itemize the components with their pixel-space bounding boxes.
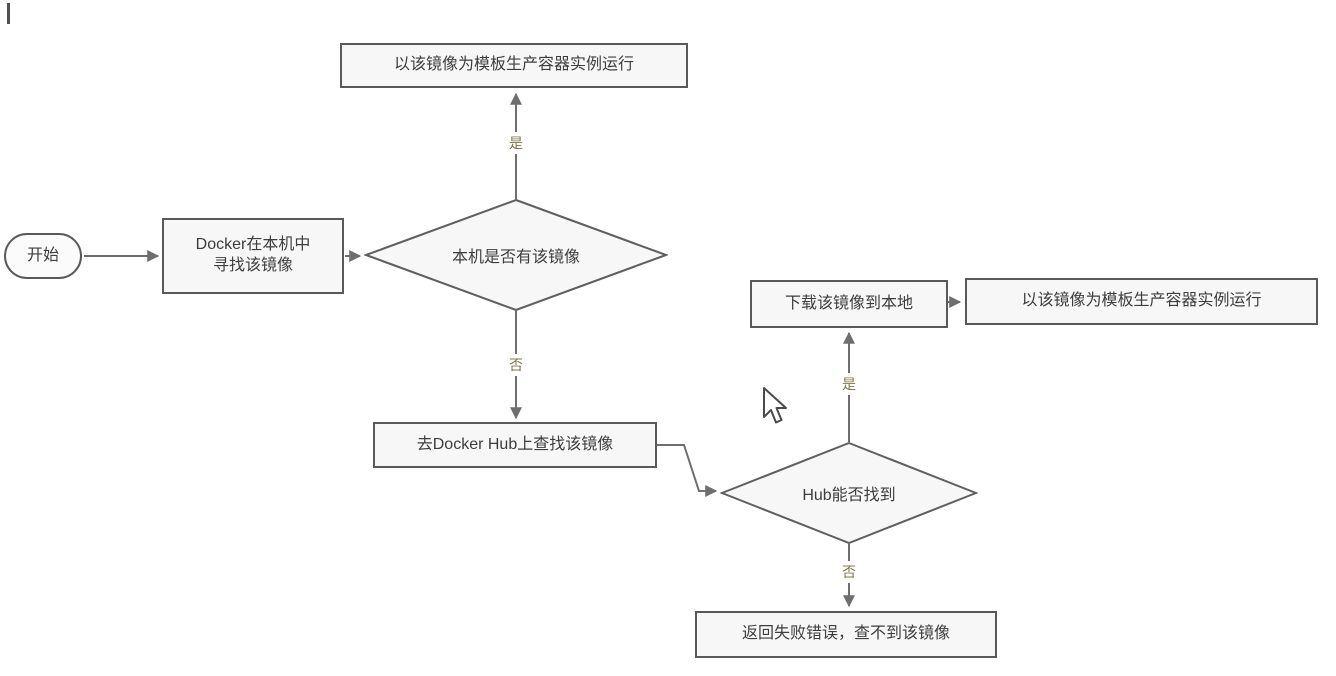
edge-label-local-no: 否 [506,354,526,376]
node-fail: 返回失败错误，查不到该镜像 [695,611,997,658]
node-find-local: Docker在本机中 寻找该镜像 [162,218,344,294]
node-download: 下载该镜像到本地 [750,280,948,328]
node-hub-decision-label: Hub能否找到 [802,487,896,504]
edge-label-local-yes: 是 [506,132,526,154]
diamond-shape [720,442,978,544]
node-run-top: 以该镜像为模板生产容器实例运行 [340,43,688,88]
node-run-right-label: 以该镜像为模板生产容器实例运行 [1021,292,1262,310]
arrow-pointer-icon [763,387,787,424]
node-local-decision-label: 本机是否有该镜像 [451,249,580,266]
node-run-right: 以该镜像为模板生产容器实例运行 [965,278,1318,325]
node-search-hub-label: 去Docker Hub上查找该镜像 [416,435,614,453]
diamond-shape [364,199,668,311]
edge-label-hub-no: 否 [839,561,859,583]
node-find-local-line2: 寻找该镜像 [212,257,293,274]
node-hub-decision: Hub能否找到 [720,442,978,544]
node-run-top-label: 以该镜像为模板生产容器实例运行 [393,56,634,74]
node-find-local-line1: Docker在本机中 [195,236,311,254]
edge-label-hub-yes: 是 [839,373,859,395]
node-start-label: 开始 [26,246,59,264]
node-fail-label: 返回失败错误，查不到该镜像 [741,625,950,643]
node-local-decision: 本机是否有该镜像 [364,199,668,311]
text-caret-icon [7,3,10,24]
node-start: 开始 [4,233,82,279]
node-download-label: 下载该镜像到本地 [784,294,913,312]
edge-searchhub-to-hubdecision [657,444,718,497]
node-search-hub: 去Docker Hub上查找该镜像 [373,422,657,468]
